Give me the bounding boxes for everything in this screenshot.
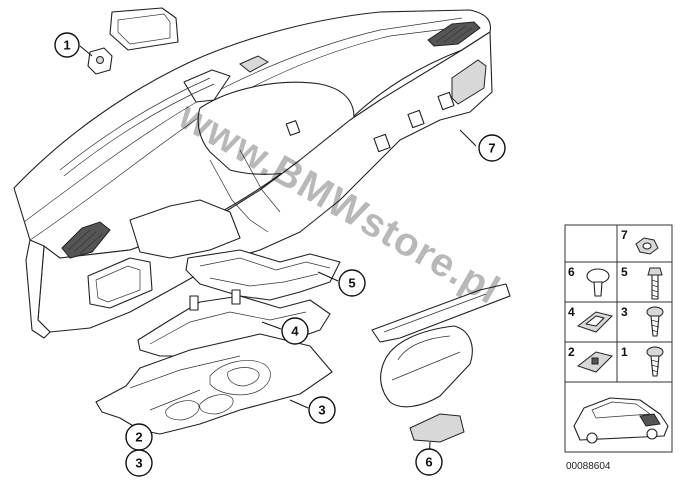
svg-text:5: 5 <box>621 265 628 279</box>
svg-text:7: 7 <box>621 228 628 242</box>
legend-item-clip-nut: 2 <box>568 345 613 373</box>
svg-text:4: 4 <box>568 305 575 319</box>
hardware-legend: 7 6 5 4 3 2 <box>564 224 673 453</box>
part-5-console-frame <box>185 249 341 301</box>
callout-4: 4 <box>281 317 309 345</box>
svg-text:3: 3 <box>135 456 142 471</box>
dashboard-panel <box>13 9 493 339</box>
legend-item-spring-nut: 4 <box>568 305 613 333</box>
svg-text:5: 5 <box>348 276 355 291</box>
svg-text:6: 6 <box>425 455 432 470</box>
part-3-footwell-cover <box>95 333 333 435</box>
callout-2: 2 <box>125 423 153 451</box>
svg-text:7: 7 <box>488 141 495 156</box>
callout-7: 7 <box>478 134 506 162</box>
svg-text:4: 4 <box>291 324 299 339</box>
callout-5: 5 <box>338 269 366 297</box>
callout-3-cover: 3 <box>308 396 336 424</box>
svg-text:3: 3 <box>621 305 628 319</box>
legend-item-hex-nut: 7 <box>621 228 659 255</box>
leader-lines <box>79 45 477 461</box>
svg-text:2: 2 <box>568 345 575 359</box>
svg-text:2: 2 <box>135 430 142 445</box>
part-6-glovebox <box>371 283 511 443</box>
svg-text:1: 1 <box>621 345 628 359</box>
callout-6: 6 <box>415 448 443 476</box>
vehicle-thumbnail <box>573 397 669 444</box>
legend-item-oval-head-screw: 1 <box>621 345 664 377</box>
legend-item-hex-bolt: 5 <box>621 265 663 300</box>
callout-3-lower: 3 <box>125 449 153 477</box>
svg-text:6: 6 <box>568 265 575 279</box>
svg-text:1: 1 <box>63 38 70 53</box>
legend-item-sheet-metal-screw: 3 <box>621 305 664 337</box>
document-id: 00088604 <box>566 461 611 472</box>
legend-item-expanding-rivet: 6 <box>568 265 610 297</box>
svg-text:3: 3 <box>318 403 325 418</box>
part-1-bracket <box>87 7 179 75</box>
callout-1: 1 <box>54 32 80 58</box>
